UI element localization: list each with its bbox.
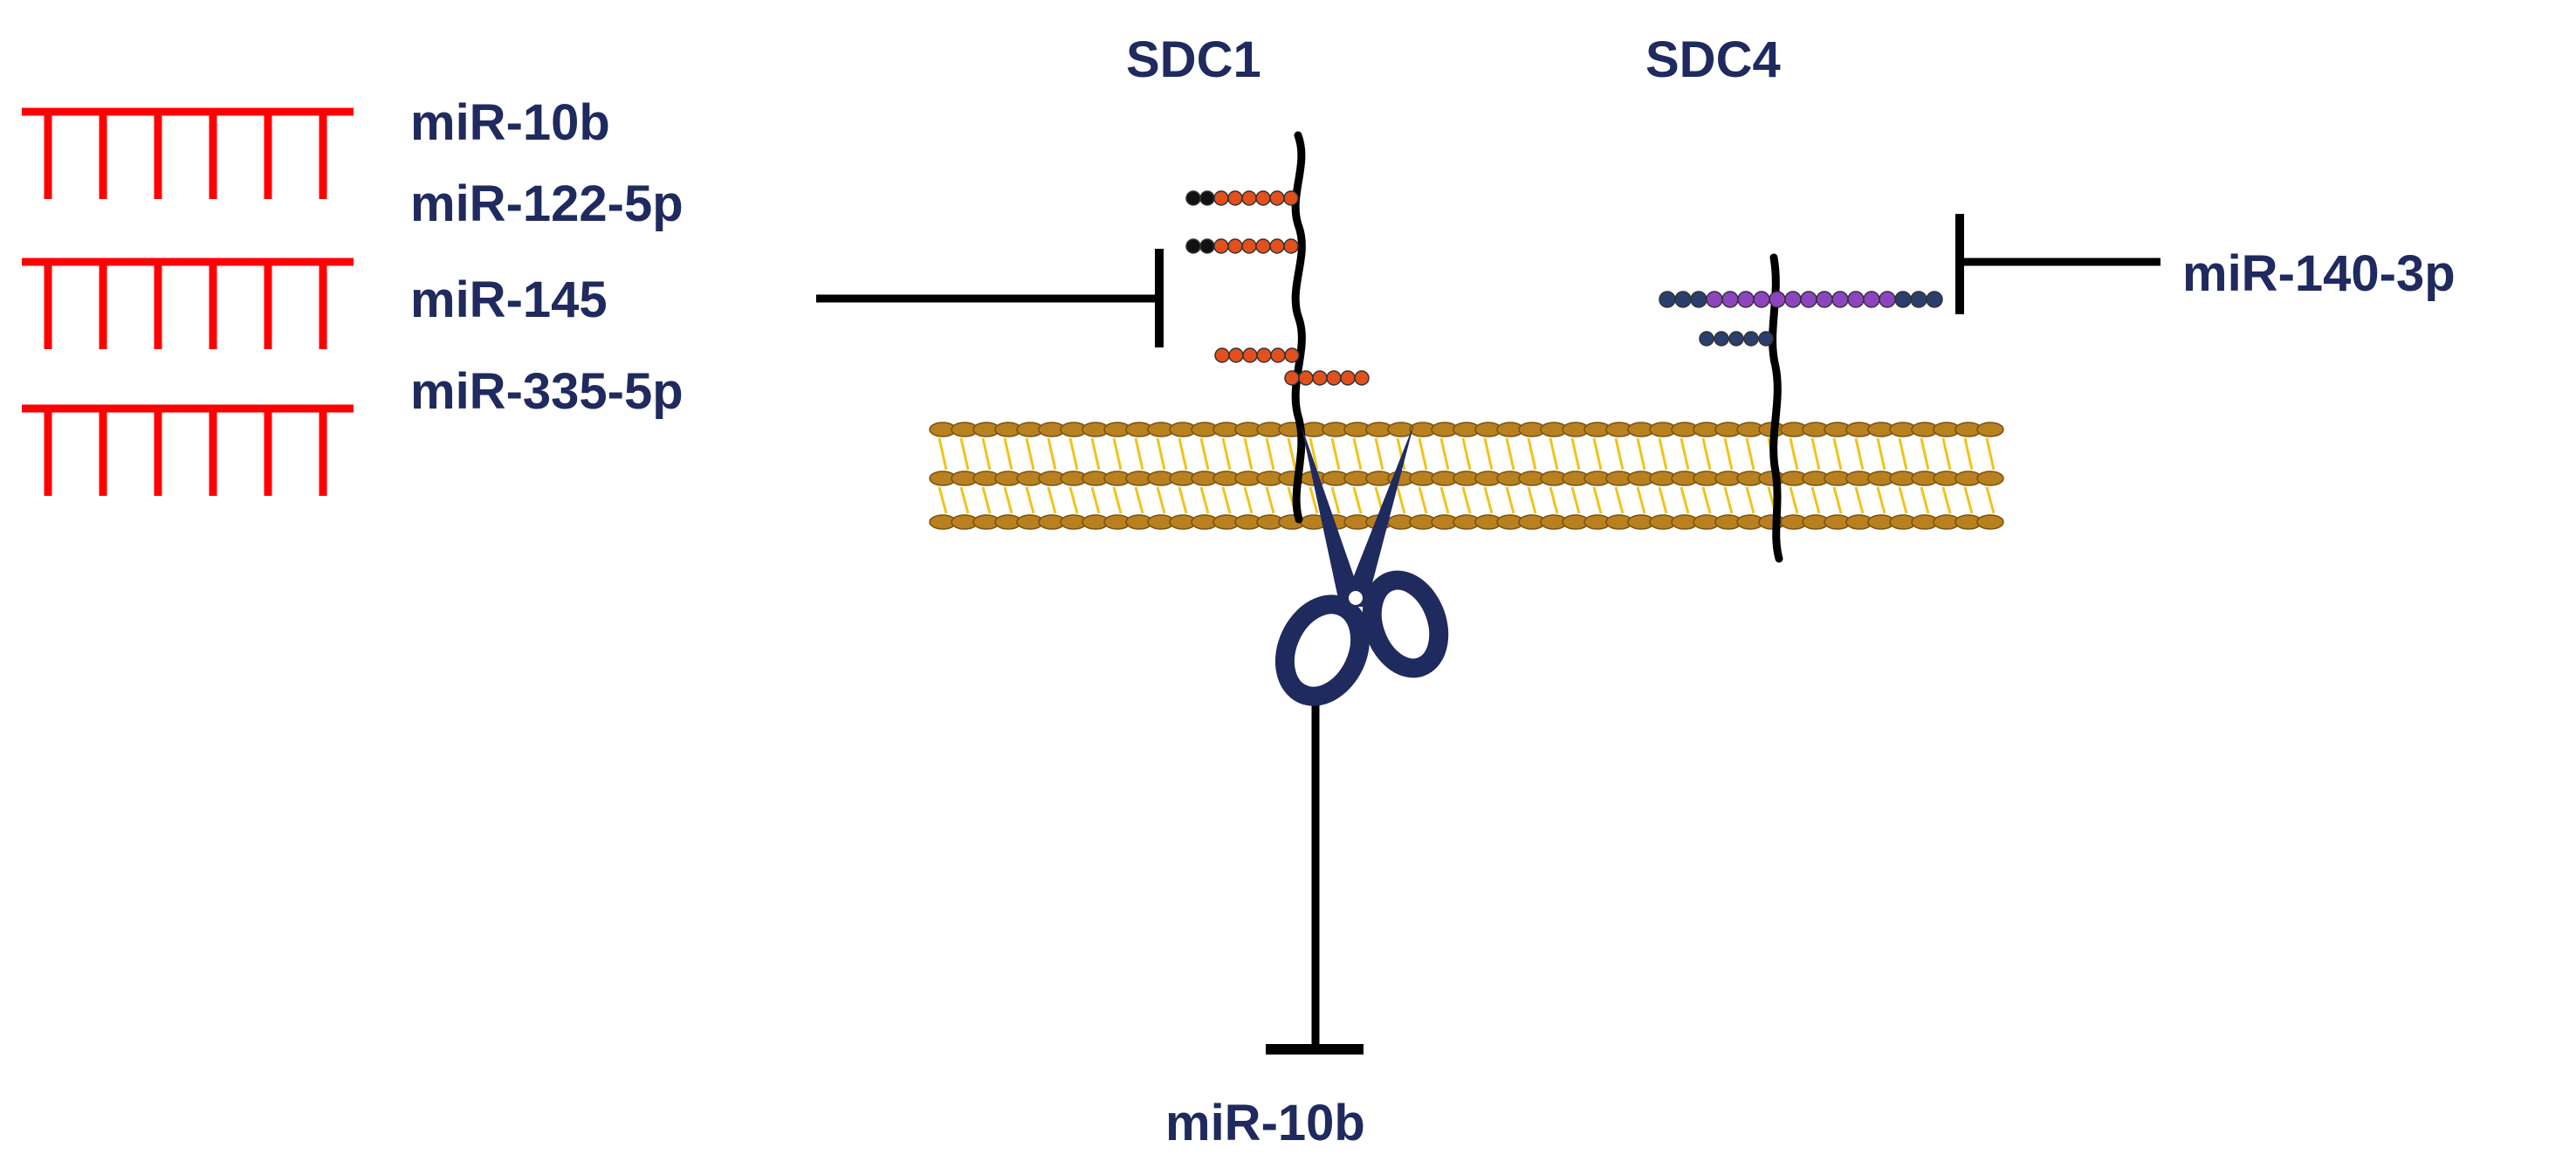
glycosaminoglycan-chains — [1185, 190, 1943, 386]
label-mir-10b-bottom: miR-10b — [1165, 1095, 1365, 1151]
inhibition-arrow-sdc1 — [816, 249, 1164, 347]
mirna-hairpin-icon — [22, 107, 354, 199]
label-mir-122-5p: miR-122-5p — [410, 175, 683, 232]
inhibition-arrow-sdc4 — [1955, 214, 2160, 314]
mirna-hairpin-icons — [22, 107, 354, 496]
gag-chain — [1659, 291, 1943, 308]
mirna-hairpin-icon — [22, 404, 354, 496]
mirna-hairpin-icon — [22, 258, 354, 349]
label-mir-145: miR-145 — [410, 271, 608, 328]
gag-chain — [1185, 190, 1299, 206]
scissors-icon — [1274, 423, 1449, 706]
label-mir-10b: miR-10b — [410, 94, 610, 151]
gag-chain — [1699, 331, 1774, 347]
label-sdc4: SDC4 — [1645, 31, 1781, 88]
gag-chain — [1284, 370, 1370, 386]
gag-chain — [1214, 347, 1300, 363]
label-mir-140-3p: miR-140-3p — [2182, 245, 2456, 302]
label-mir-335-5p: miR-335-5p — [410, 363, 683, 420]
label-sdc1: SDC1 — [1126, 31, 1261, 88]
cell-membrane — [929, 422, 2004, 530]
gag-chain — [1185, 238, 1299, 254]
inhibition-arrow-bottom — [1266, 698, 1364, 1055]
sdc4-core-protein — [1769, 253, 1783, 563]
